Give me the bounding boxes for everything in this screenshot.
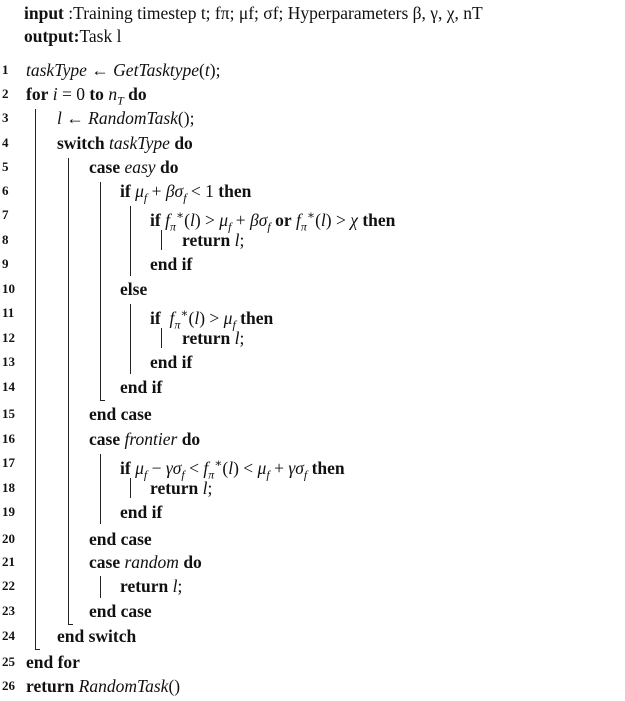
algo-code-17: if μf − γσf < fπ∗(l) < μf + γσf then bbox=[120, 456, 345, 482]
algo-code-9: end if bbox=[150, 254, 193, 274]
algo-code-26: return RandomTask() bbox=[26, 676, 181, 696]
algo-code-25: end for bbox=[26, 652, 80, 672]
algo-code-18: return l; bbox=[150, 478, 213, 498]
algo-line-22: 22 return l; bbox=[0, 574, 625, 598]
algo-code-21: case random do bbox=[89, 552, 202, 572]
line-number: 6 bbox=[2, 183, 9, 198]
line-number: 16 bbox=[2, 431, 15, 446]
algo-line-3: 3 l ← RandomTask(); bbox=[0, 106, 625, 130]
algorithm-input: input :Training timestep t; fπ; μf; σf; … bbox=[24, 2, 483, 24]
algo-line-26: 26 return RandomTask() bbox=[0, 674, 625, 698]
output-text: Task l bbox=[79, 26, 122, 46]
for-block-bar bbox=[35, 109, 36, 649]
line-number: 4 bbox=[2, 135, 9, 150]
algo-line-24: 24 end switch bbox=[0, 624, 625, 648]
algo-code-1: taskType ← GetTasktype(t); bbox=[26, 60, 221, 80]
line-number: 14 bbox=[2, 379, 15, 394]
algo-code-2: for i = 0 to nT do bbox=[26, 84, 147, 108]
line-number: 10 bbox=[2, 281, 15, 296]
algo-line-6: 6 if μf + βσf < 1 then bbox=[0, 179, 625, 205]
line-number: 3 bbox=[2, 110, 9, 125]
algo-code-20: end case bbox=[89, 529, 152, 549]
algo-code-22: return l; bbox=[120, 576, 183, 596]
input-text: :Training timestep t; fπ; μf; σf; Hyperp… bbox=[68, 3, 483, 23]
algo-code-24: end switch bbox=[57, 626, 137, 646]
algorithm-output: output:Task l bbox=[24, 25, 121, 47]
line-number: 17 bbox=[2, 455, 15, 470]
line-number: 9 bbox=[2, 256, 9, 271]
algo-code-6: if μf + βσf < 1 then bbox=[120, 181, 252, 205]
else-bar bbox=[130, 304, 131, 374]
line-number: 12 bbox=[2, 330, 15, 345]
line-number: 23 bbox=[2, 603, 15, 618]
algo-line-19: 19 end if bbox=[0, 500, 625, 524]
switch-block-bar bbox=[68, 158, 69, 624]
line-number: 18 bbox=[2, 480, 15, 495]
line-number: 13 bbox=[2, 354, 15, 369]
algo-line-16: 16 case frontier do bbox=[0, 427, 625, 451]
algo-line-8: 8 return l; bbox=[0, 228, 625, 252]
line-number: 25 bbox=[2, 654, 15, 669]
algo-code-13: end if bbox=[150, 352, 193, 372]
line-number: 7 bbox=[2, 207, 9, 222]
algo-line-9: 9 end if bbox=[0, 252, 625, 276]
algo-code-23: end case bbox=[89, 601, 152, 621]
algo-code-8: return l; bbox=[182, 230, 245, 250]
algo-code-11: if fπ∗(l) > μf then bbox=[150, 306, 274, 332]
algo-code-14: end if bbox=[120, 377, 163, 397]
case-easy-hook bbox=[100, 400, 105, 401]
algo-line-14: 14 end if bbox=[0, 375, 625, 399]
algo-line-12: 12 return l; bbox=[0, 326, 625, 350]
algo-line-15: 15 end case bbox=[0, 402, 625, 426]
algo-code-19: end if bbox=[120, 502, 163, 522]
algo-line-11: 11 if fπ∗(l) > μf then bbox=[0, 301, 625, 331]
algo-line-1: 1 taskType ← GetTasktype(t); bbox=[0, 58, 625, 82]
case-frontier-bar bbox=[100, 454, 101, 524]
line-number: 11 bbox=[2, 305, 15, 320]
algo-line-7: 7 if fπ∗(l) > μf + βσf or fπ∗(l) > χ the… bbox=[0, 203, 625, 233]
switch-block-hook bbox=[68, 624, 73, 625]
if-then-bar bbox=[130, 206, 131, 276]
if-inner-bar bbox=[161, 230, 162, 250]
else-inner-bar bbox=[161, 328, 162, 348]
algo-line-18: 18 return l; bbox=[0, 476, 625, 500]
algo-code-5: case easy do bbox=[89, 157, 179, 177]
line-number: 8 bbox=[2, 232, 9, 247]
algo-code-12: return l; bbox=[182, 328, 245, 348]
algo-line-23: 23 end case bbox=[0, 599, 625, 623]
algo-line-5: 5 case easy do bbox=[0, 155, 625, 179]
algo-line-17: 17 if μf − γσf < fπ∗(l) < μf + γσf then bbox=[0, 451, 625, 481]
algo-line-10: 10 else bbox=[0, 277, 625, 301]
algo-line-20: 20 end case bbox=[0, 527, 625, 551]
line-number: 1 bbox=[2, 62, 9, 77]
line-number: 19 bbox=[2, 504, 15, 519]
line-number: 15 bbox=[2, 406, 15, 421]
algo-code-15: end case bbox=[89, 404, 152, 424]
line-number: 20 bbox=[2, 531, 15, 546]
algo-line-4: 4 switch taskType do bbox=[0, 131, 625, 155]
line-number: 26 bbox=[2, 678, 15, 693]
line-number: 24 bbox=[2, 628, 15, 643]
algo-code-10: else bbox=[120, 279, 148, 299]
line-number: 21 bbox=[2, 554, 15, 569]
frontier-inner-bar bbox=[130, 478, 131, 498]
algo-code-3: l ← RandomTask(); bbox=[57, 108, 195, 128]
algo-line-2: 2 for i = 0 to nT do bbox=[0, 82, 625, 108]
input-keyword: input bbox=[24, 3, 64, 23]
algo-line-21: 21 case random do bbox=[0, 550, 625, 574]
case-easy-bar bbox=[100, 182, 101, 400]
algo-code-16: case frontier do bbox=[89, 429, 201, 449]
algo-code-7: if fπ∗(l) > μf + βσf or fπ∗(l) > χ then bbox=[150, 208, 396, 234]
line-number: 5 bbox=[2, 159, 9, 174]
algo-code-4: switch taskType do bbox=[57, 133, 193, 153]
case-random-bar bbox=[100, 576, 101, 598]
for-block-hook bbox=[35, 649, 40, 650]
line-number: 22 bbox=[2, 578, 15, 593]
algo-line-25: 25 end for bbox=[0, 650, 625, 674]
output-keyword: output: bbox=[24, 26, 80, 46]
line-number: 2 bbox=[2, 86, 9, 101]
algo-line-13: 13 end if bbox=[0, 350, 625, 374]
